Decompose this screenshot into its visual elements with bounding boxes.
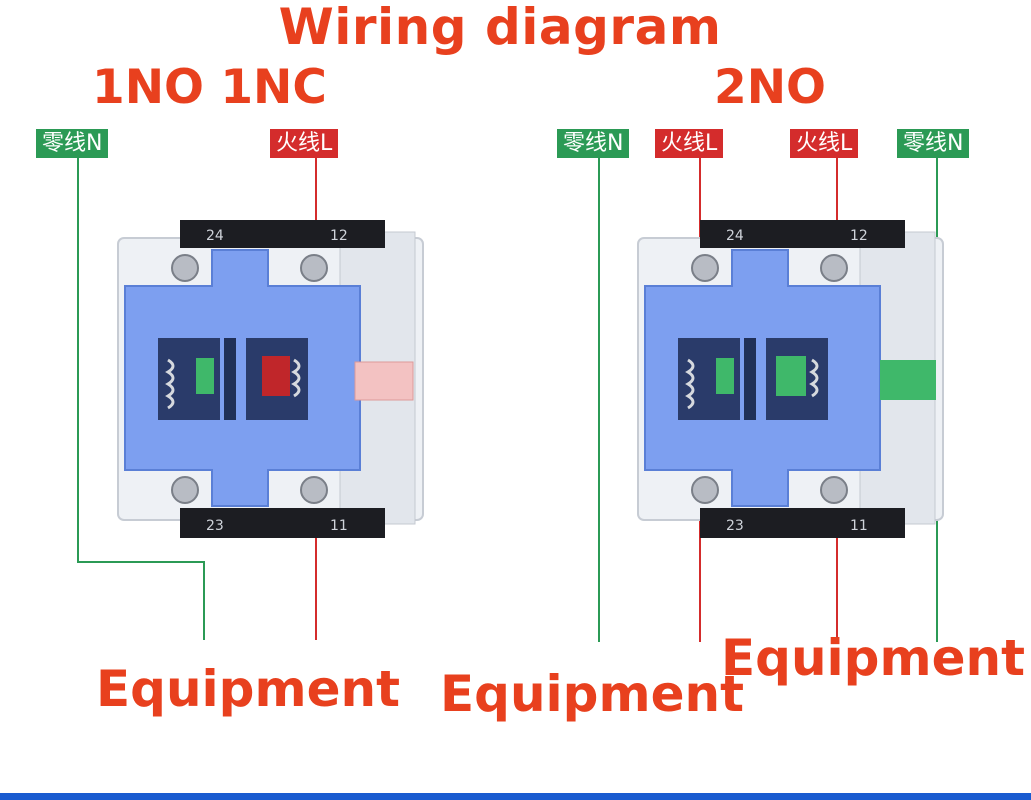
left-live-tag: 火线L — [270, 129, 339, 158]
right-equipment-label-left: Equipment — [440, 665, 744, 723]
right-terminal-12: 12 — [850, 228, 868, 244]
right-neutral-tag-left: 零线N — [557, 129, 630, 158]
left-terminal-24: 24 — [206, 228, 224, 244]
left-terminal-12: 12 — [330, 228, 348, 244]
right-live-tag-left: 火线L — [655, 129, 724, 158]
left-neutral-wire — [77, 158, 205, 640]
right-equipment-label-right: Equipment — [721, 629, 1025, 687]
right-terminal-23: 23 — [726, 518, 744, 534]
right-live-tag-right: 火线L — [790, 129, 859, 158]
left-terminal-11: 11 — [330, 518, 348, 534]
diagram-title: Wiring diagram — [278, 0, 722, 56]
left-neutral-tag: 零线N — [36, 129, 109, 158]
left-equipment-label: Equipment — [96, 660, 400, 718]
heading-2no: 2NO — [714, 60, 826, 115]
left-terminal-23: 23 — [206, 518, 224, 534]
bottom-accent-bar — [0, 793, 1031, 800]
right-terminal-11: 11 — [850, 518, 868, 534]
right-terminal-24: 24 — [726, 228, 744, 244]
heading-1no-1nc: 1NO 1NC — [92, 60, 327, 115]
right-neutral-tag-right: 零线N — [897, 129, 970, 158]
